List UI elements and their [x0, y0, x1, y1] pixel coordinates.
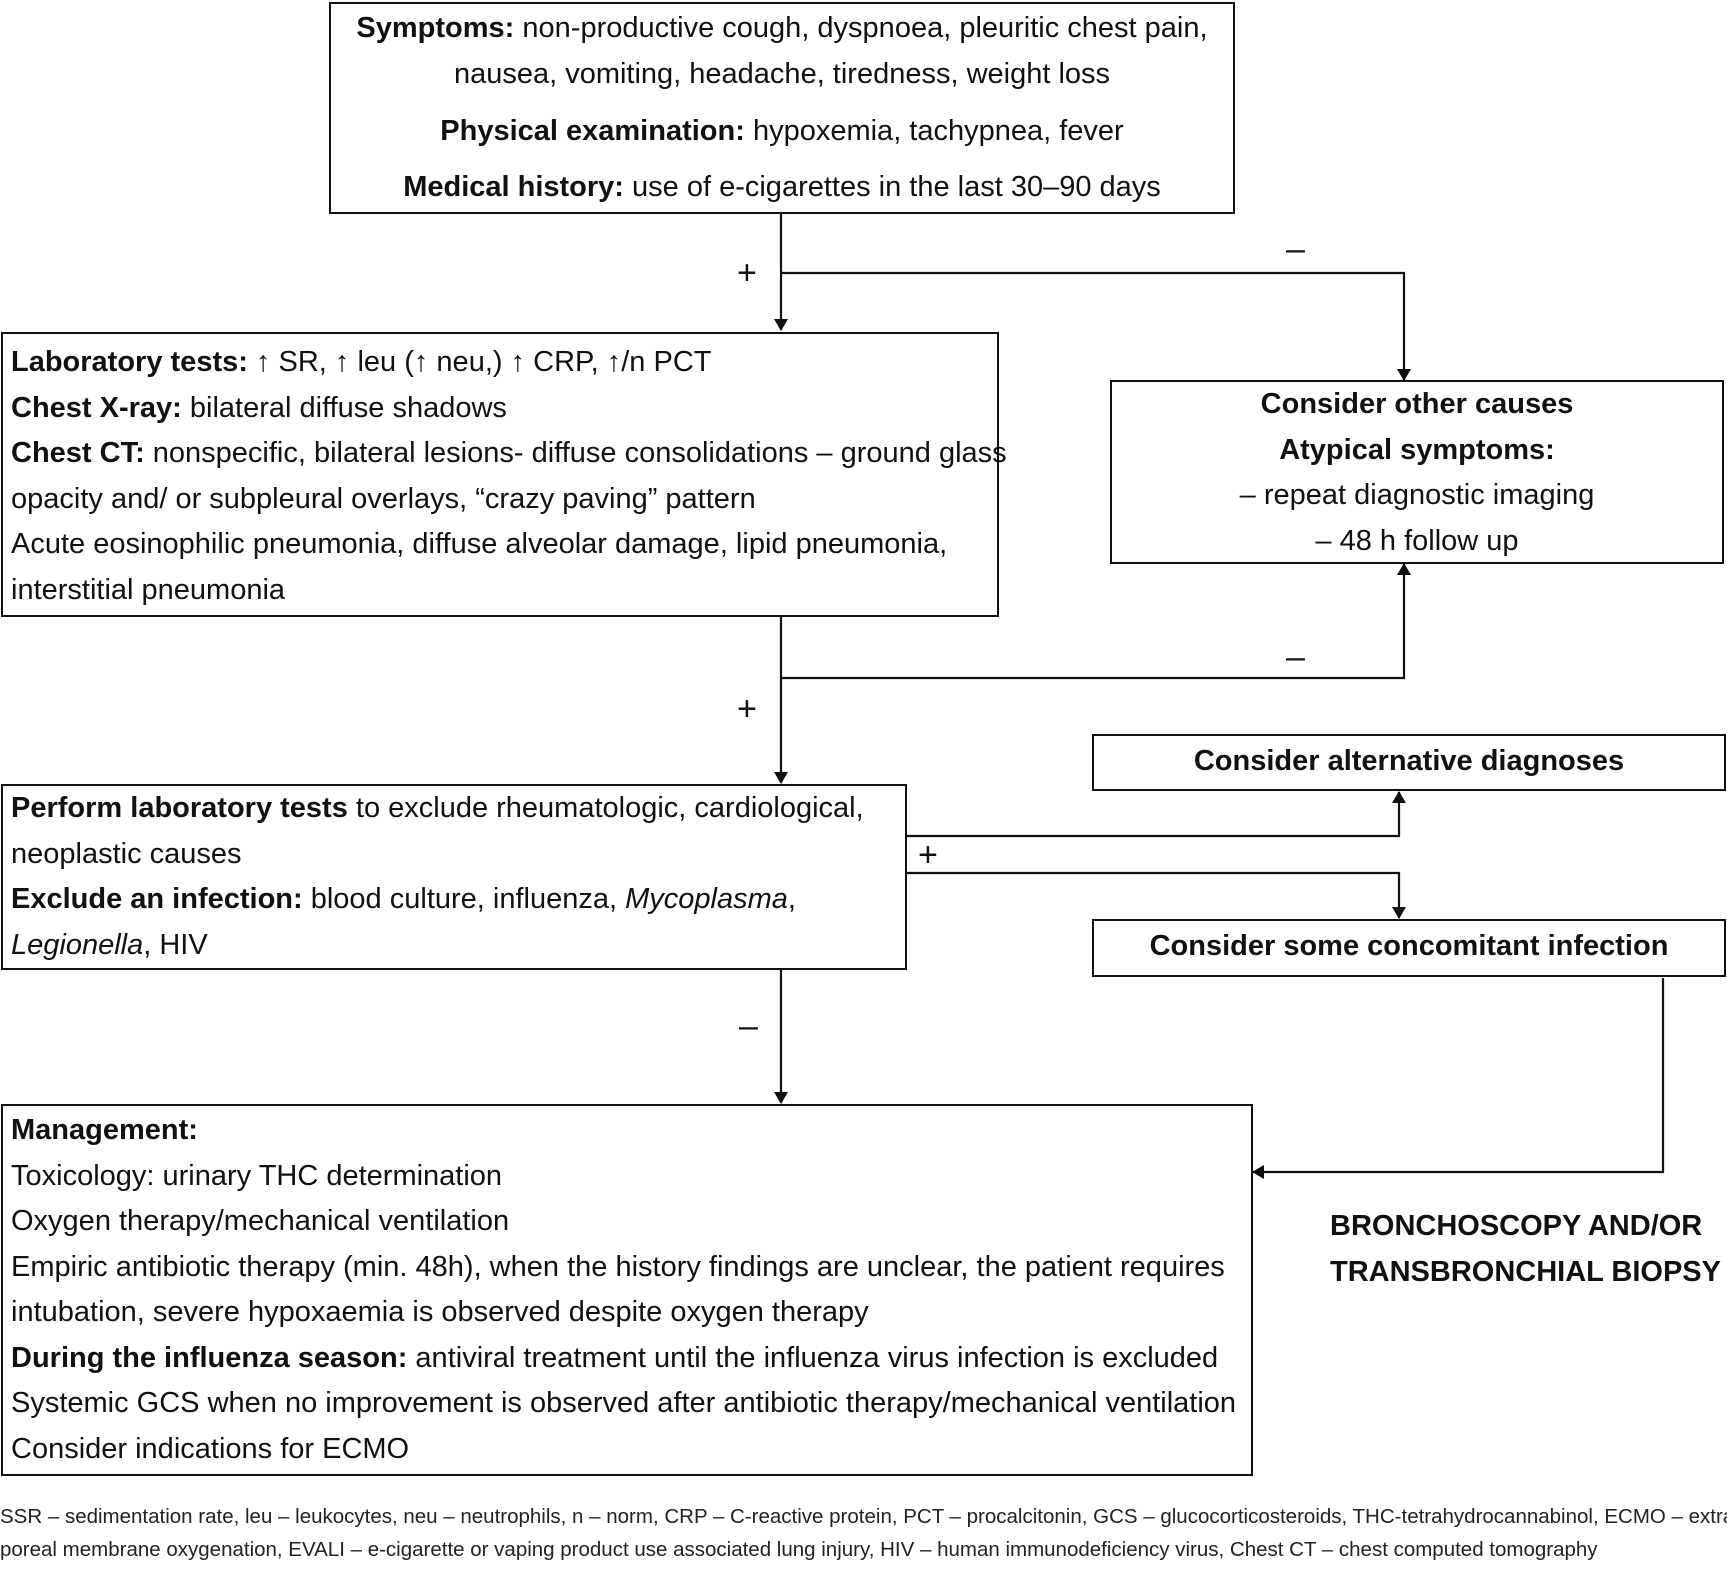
arrow-concomitant-to-management	[1252, 978, 1665, 1179]
symptoms-line-1: Symptoms: non-productive cough, dyspnoea…	[356, 12, 1208, 44]
tests-imaging-box: Laboratory tests: ↑ SR, ↑ leu (↑ neu,) ↑…	[1, 332, 1007, 617]
bronchoscopy-line-2: TRANSBRONCHIAL BIOPSY	[1330, 1256, 1721, 1288]
concomitant-infection-text: Consider some concomitant infection	[1149, 930, 1669, 962]
antibiotic-therapy-line-1: Empiric antibiotic therapy (min. 48h), w…	[11, 1250, 1225, 1283]
other-causes-title: Consider other causes	[1260, 388, 1574, 420]
physical-examination-line: Physical examination: hypoxemia, tachypn…	[440, 115, 1124, 147]
abbreviations-footnote: SSR – sedimentation rate, leu – leukocyt…	[0, 1500, 1727, 1566]
follow-up-item: – 48 h follow up	[1315, 524, 1519, 557]
management-box: Management: Toxicology: urinary THC dete…	[1, 1104, 1253, 1476]
arrow-exclude-to-concomitant	[907, 871, 1406, 919]
systemic-gcs-line: Systemic GCS when no improvement is obse…	[11, 1387, 1237, 1419]
footnote-line-2: poreal membrane oxygenation, EVALI – e-c…	[0, 1538, 1598, 1561]
lab-tests-line: Laboratory tests: ↑ SR, ↑ leu (↑ neu,) ↑…	[11, 346, 712, 378]
exclude-causes-box: Perform laboratory tests to exclude rheu…	[1, 784, 907, 970]
ecmo-line: Consider indications for ECMO	[11, 1432, 410, 1465]
exclude-infection-line: Exclude an infection: blood culture, inf…	[11, 883, 796, 915]
minus-sign-tests: –	[1286, 638, 1305, 676]
plus-sign-tests: +	[737, 690, 757, 728]
plus-sign-exclude: +	[918, 836, 938, 874]
medical-history-line: Medical history: use of e-cigarettes in …	[403, 170, 1161, 203]
arrow-exclude-to-alternative	[907, 791, 1406, 838]
minus-sign-initial: –	[1286, 230, 1305, 268]
plus-sign-initial: +	[737, 254, 757, 292]
chest-xray-line: Chest X-ray: bilateral diffuse shadows	[11, 391, 507, 424]
oxygen-therapy-line: Oxygen therapy/mechanical ventilation	[11, 1205, 510, 1237]
minus-sign-exclude: –	[739, 1007, 758, 1045]
toxicology-line: Toxicology: urinary THC determination	[11, 1159, 503, 1192]
legionella-hiv-line: Legionella, HIV	[11, 928, 208, 961]
arrow-initial-to-other-causes	[781, 271, 1411, 381]
pneumonia-types-line-2: interstitial pneumonia	[11, 573, 286, 606]
chest-ct-line-2: opacity and/ or subpleural overlays, “cr…	[11, 482, 756, 515]
perform-tests-line: Perform laboratory tests to exclude rheu…	[11, 792, 864, 824]
other-causes-box: Consider other causes Atypical symptoms:…	[1110, 380, 1724, 564]
neoplastic-causes-line: neoplastic causes	[11, 837, 242, 870]
chest-ct-line-1: Chest CT: nonspecific, bilateral lesions…	[11, 437, 1007, 469]
antibiotic-therapy-line-2: intubation, severe hypoxaemia is observe…	[11, 1296, 869, 1328]
pneumonia-types-line-1: Acute eosinophilic pneumonia, diffuse al…	[11, 528, 948, 560]
bronchoscopy-label: BRONCHOSCOPY AND/OR TRANSBRONCHIAL BIOPS…	[1330, 1203, 1721, 1295]
initial-presentation-box: Symptoms: non-productive cough, dyspnoea…	[329, 2, 1235, 214]
bronchoscopy-line-1: BRONCHOSCOPY AND/OR	[1330, 1210, 1703, 1242]
repeat-imaging-item: – repeat diagnostic imaging	[1239, 479, 1595, 511]
influenza-season-line: During the influenza season: antiviral t…	[11, 1341, 1219, 1374]
concomitant-infection-box: Consider some concomitant infection	[1092, 919, 1726, 977]
atypical-symptoms-label: Atypical symptoms:	[1279, 433, 1555, 466]
symptoms-line-2: nausea, vomiting, headache, tiredness, w…	[453, 57, 1111, 90]
management-title: Management:	[11, 1114, 198, 1146]
alternative-diagnoses-box: Consider alternative diagnoses	[1092, 734, 1726, 791]
alternative-diagnoses-text: Consider alternative diagnoses	[1193, 745, 1625, 777]
footnote-line-1: SSR – sedimentation rate, leu – leukocyt…	[0, 1505, 1727, 1528]
arrow-tests-to-other-causes	[781, 563, 1411, 680]
